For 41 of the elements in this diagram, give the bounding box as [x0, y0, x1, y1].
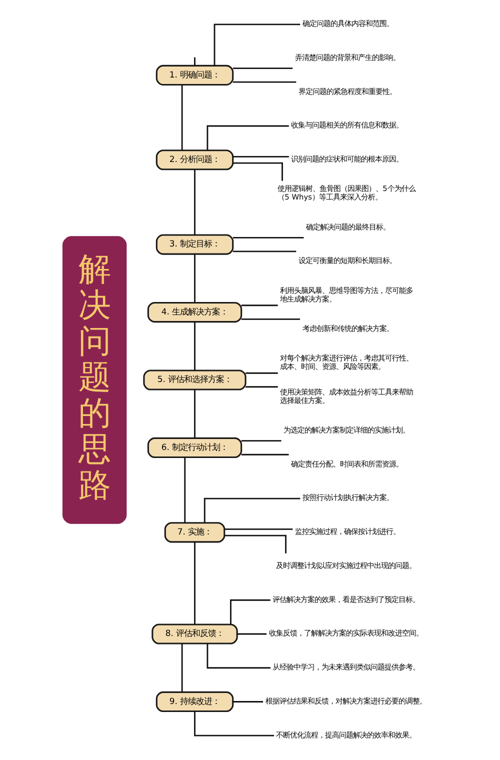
connector	[180, 644, 182, 692]
connector	[245, 372, 278, 374]
connector	[240, 318, 300, 320]
node-box: 7. 实施：	[164, 522, 225, 543]
node-box: 6. 制定行动计划：	[146, 437, 242, 458]
connector	[224, 534, 286, 554]
connector	[232, 162, 282, 181]
connector	[230, 599, 270, 624]
connector	[184, 457, 186, 523]
connector	[236, 633, 266, 635]
connector	[194, 390, 195, 438]
node-box: 2. 分析问题：	[155, 150, 234, 170]
connector	[194, 322, 195, 370]
connector	[240, 440, 281, 442]
connector	[232, 250, 296, 252]
connector	[194, 57, 195, 66]
connector	[194, 711, 274, 736]
connector	[206, 125, 288, 150]
node-box: 5. 评估和选择方案：	[142, 370, 246, 390]
node-box: 1. 明确问题：	[155, 64, 234, 86]
connector	[180, 84, 182, 150]
connector	[194, 254, 195, 303]
connector	[194, 542, 195, 624]
node-box: 8. 评估和反馈：	[151, 624, 238, 644]
connector	[203, 498, 300, 523]
node-box: 4. 生成解决方案：	[146, 302, 242, 323]
connector	[245, 386, 278, 388]
connector	[240, 454, 288, 456]
node-box: 9. 持续改进：	[155, 691, 234, 712]
connector	[232, 156, 288, 158]
connector	[232, 701, 263, 702]
connector	[206, 644, 270, 669]
connector	[194, 170, 195, 235]
node-box: 解决问题的思路	[62, 236, 126, 524]
connector	[232, 81, 296, 83]
connector	[224, 528, 292, 530]
connector	[213, 24, 300, 66]
connector	[232, 68, 292, 70]
connector	[232, 236, 304, 238]
node-box: 3. 制定目标：	[155, 234, 234, 255]
connector	[240, 304, 278, 306]
